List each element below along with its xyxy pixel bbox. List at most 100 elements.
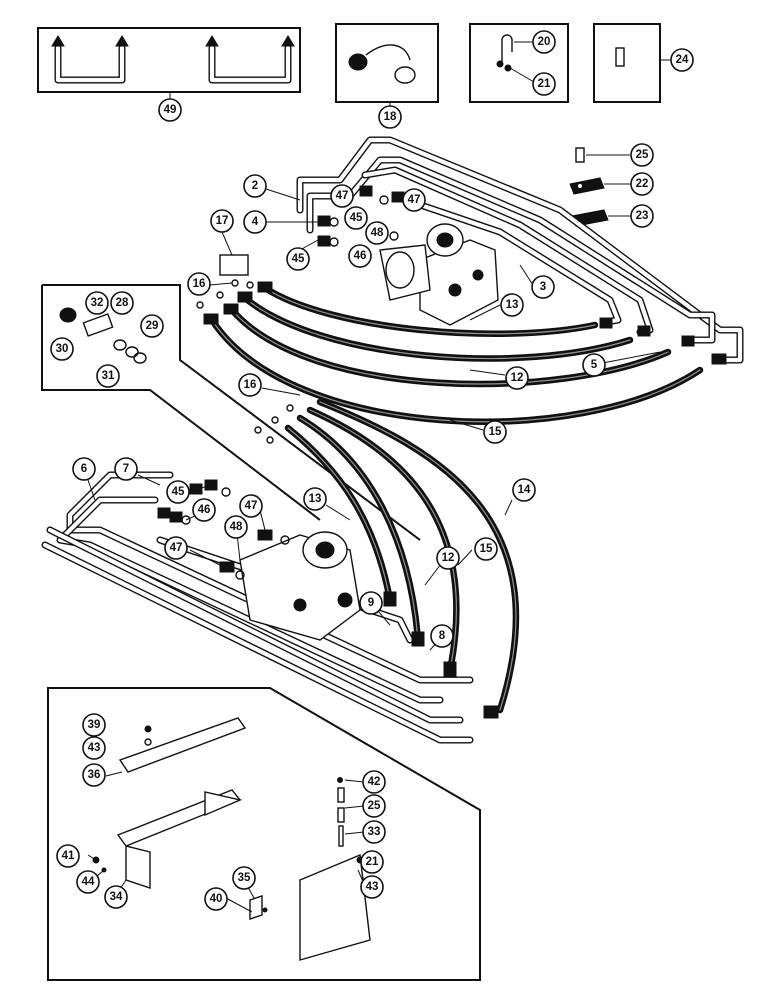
callout-39: 39: [82, 713, 106, 737]
callout-20: 20: [532, 30, 556, 54]
callout-47-c: 47: [239, 494, 263, 518]
svg-text:12: 12: [442, 552, 455, 564]
callout-23: 23: [630, 204, 654, 228]
svg-text:47: 47: [408, 194, 421, 206]
callout-40: 40: [204, 887, 228, 911]
svg-text:31: 31: [102, 370, 115, 382]
svg-text:34: 34: [110, 891, 123, 903]
callout-45-c: 45: [166, 480, 190, 504]
callout-7: 7: [114, 457, 138, 481]
part-22-clamp: [569, 177, 630, 195]
callout-24: 24: [670, 48, 694, 72]
svg-text:15: 15: [480, 543, 493, 555]
svg-text:5: 5: [591, 359, 598, 371]
callout-47-a: 47: [330, 184, 354, 208]
svg-text:23: 23: [636, 210, 649, 222]
callout-41: 41: [56, 844, 80, 868]
svg-text:21: 21: [538, 78, 551, 90]
callout-45-a: 45: [344, 206, 368, 230]
svg-text:6: 6: [81, 463, 87, 475]
svg-text:41: 41: [62, 850, 75, 862]
callout-47-b: 47: [402, 188, 426, 212]
svg-text:14: 14: [518, 484, 531, 496]
inset-49: [37, 27, 301, 93]
svg-text:18: 18: [384, 111, 397, 123]
callout-43-bottom: 43: [360, 875, 384, 899]
callout-30: 30: [50, 337, 74, 361]
callout-2: 2: [243, 174, 267, 198]
callout-22: 22: [630, 172, 654, 196]
callout-25-bottom: 25: [362, 794, 386, 818]
svg-text:12: 12: [511, 372, 524, 384]
svg-text:28: 28: [116, 297, 129, 309]
callout-35: 35: [232, 866, 256, 890]
svg-text:46: 46: [354, 250, 367, 262]
svg-text:24: 24: [676, 54, 689, 66]
svg-text:7: 7: [123, 463, 129, 475]
svg-text:48: 48: [371, 227, 384, 239]
svg-text:8: 8: [439, 630, 446, 642]
callout-44: 44: [76, 870, 100, 894]
callout-48-b: 48: [224, 515, 248, 539]
callout-9: 9: [359, 591, 383, 615]
callout-25-top: 25: [630, 143, 654, 167]
lower-valve-block: [219, 529, 361, 641]
inset-24: [593, 23, 661, 103]
svg-text:4: 4: [252, 216, 259, 228]
svg-text:40: 40: [210, 893, 223, 905]
callout-18: 18: [378, 105, 402, 129]
svg-text:17: 17: [216, 215, 229, 227]
svg-text:22: 22: [636, 178, 649, 190]
callout-21-bottom: 21: [360, 850, 384, 874]
callout-46-a: 46: [348, 244, 372, 268]
callout-49: 49: [158, 98, 182, 122]
svg-text:39: 39: [88, 719, 101, 731]
callout-45-b: 45: [286, 247, 310, 271]
svg-text:3: 3: [540, 281, 546, 293]
svg-text:47: 47: [170, 542, 183, 554]
upper-hoses: [196, 279, 704, 425]
svg-text:45: 45: [292, 253, 305, 265]
inset-20-21: [469, 23, 569, 103]
svg-text:9: 9: [368, 597, 374, 609]
callout-3: 3: [531, 275, 555, 299]
callout-12-bottom: 12: [436, 546, 460, 570]
svg-text:49: 49: [164, 104, 177, 116]
svg-text:20: 20: [538, 36, 551, 48]
svg-text:29: 29: [146, 320, 159, 332]
svg-text:25: 25: [636, 149, 649, 161]
lower-steel-tubes: [41, 471, 474, 744]
callout-15-top: 15: [483, 420, 507, 444]
svg-text:45: 45: [350, 212, 363, 224]
svg-text:36: 36: [88, 769, 101, 781]
svg-text:47: 47: [245, 500, 258, 512]
callout-8: 8: [430, 624, 454, 648]
callout-46-b: 46: [192, 498, 216, 522]
leader-lines: [87, 59, 672, 913]
svg-text:30: 30: [56, 343, 69, 355]
callout-13-top: 13: [500, 293, 524, 317]
inset-28-32: [41, 284, 421, 541]
svg-text:43: 43: [88, 742, 101, 754]
svg-text:16: 16: [193, 278, 206, 290]
callout-43-top: 43: [82, 736, 106, 760]
callout-17: 17: [210, 209, 234, 233]
callout-4: 4: [243, 210, 267, 234]
callout-34: 34: [104, 885, 128, 909]
part-25-spacer: [575, 147, 630, 163]
callout-42: 42: [362, 770, 386, 794]
svg-text:32: 32: [91, 297, 104, 309]
callout-16-mid: 16: [238, 373, 262, 397]
svg-text:43: 43: [366, 881, 379, 893]
svg-text:48: 48: [230, 521, 243, 533]
svg-text:42: 42: [368, 776, 381, 788]
callout-14: 14: [512, 478, 536, 502]
svg-text:16: 16: [244, 379, 257, 391]
callout-6: 6: [72, 457, 96, 481]
callout-33: 33: [362, 820, 386, 844]
svg-text:33: 33: [368, 826, 381, 838]
callout-12-top: 12: [505, 366, 529, 390]
inset-18: [335, 23, 439, 103]
callout-15-bottom: 15: [474, 537, 498, 561]
callout-13-bottom: 13: [303, 487, 327, 511]
